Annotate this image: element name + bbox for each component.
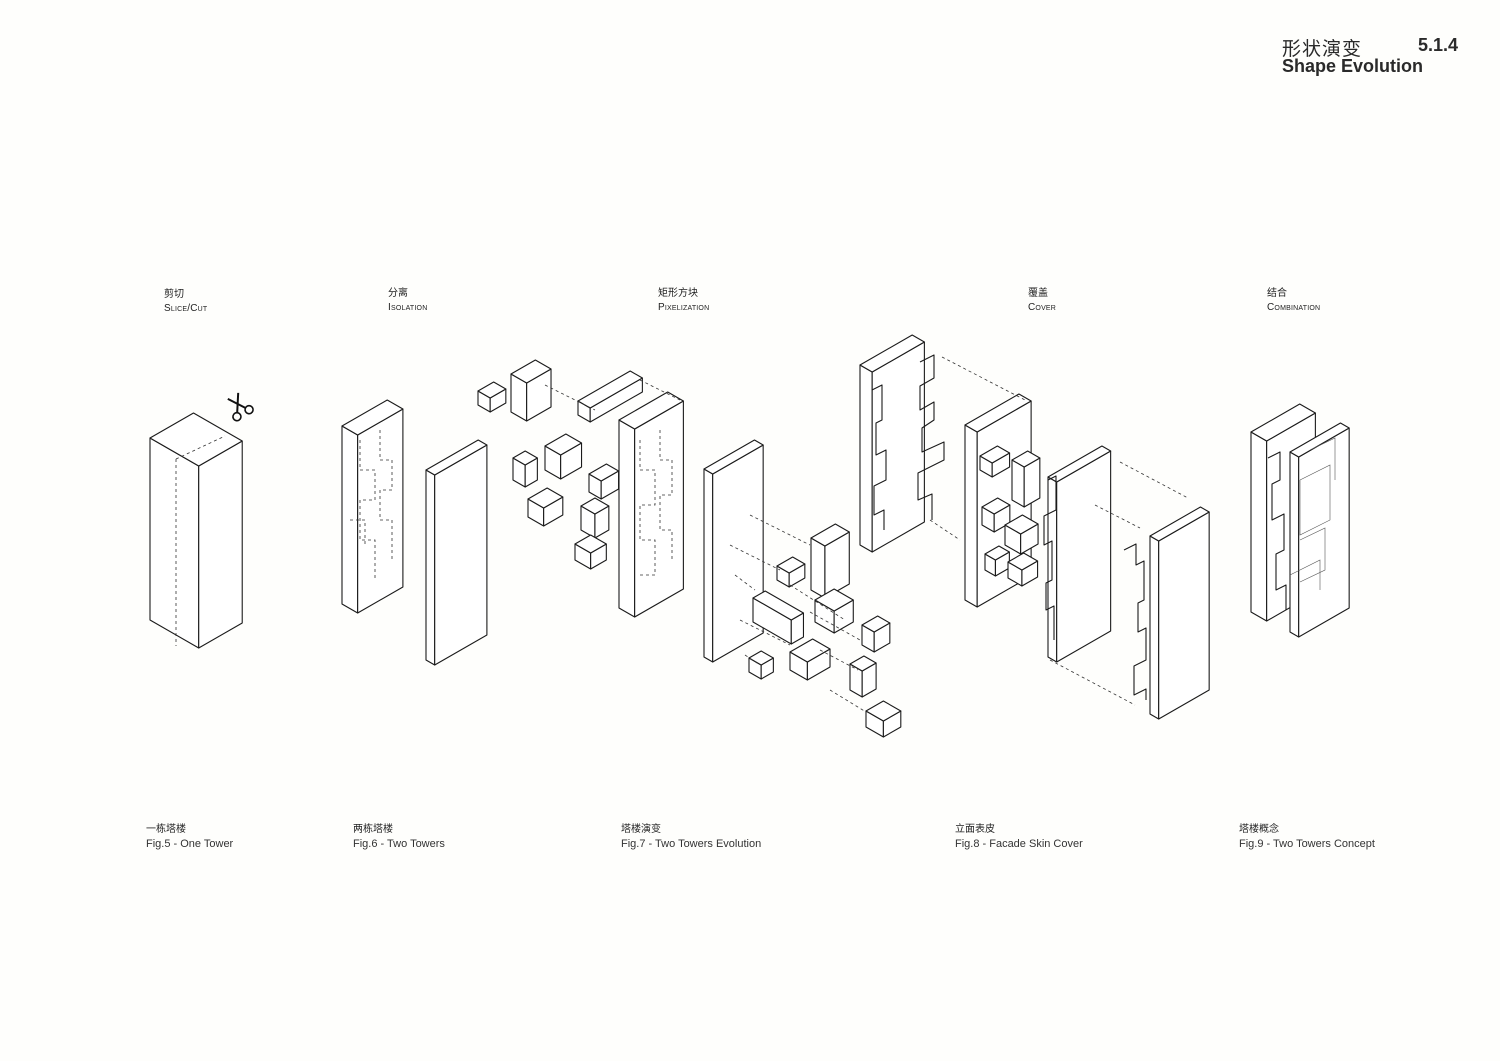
tower-pattern <box>639 430 673 576</box>
step-label-en: Combination <box>1267 302 1321 313</box>
step-label-cn: 剪切 <box>164 289 184 300</box>
caption-cn: 塔楼演变 <box>621 824 661 835</box>
caption-en: Fig.6 - Two Towers <box>353 838 445 850</box>
pixel-block <box>979 445 1011 478</box>
tower-slab-left <box>341 399 404 614</box>
pixel-block <box>544 433 583 480</box>
step-label-cn: 结合 <box>1267 288 1287 299</box>
one-tower-block <box>149 412 243 649</box>
pixel-block <box>984 545 1010 577</box>
combined-tower-right <box>1289 422 1350 638</box>
projection-lines <box>544 379 867 713</box>
caption-cn: 两栋塔楼 <box>353 824 393 835</box>
tower-slab-plain <box>703 439 764 663</box>
figure-caption-7: 塔楼演变 Fig.7 - Two Towers Evolution <box>621 823 761 852</box>
step-label-combination: 结合 Combination <box>1267 287 1320 314</box>
step-label-slice: 剪切 Slice/Cut <box>164 288 207 315</box>
cut-line <box>175 435 226 646</box>
section-number: 5.1.4 <box>1418 35 1459 55</box>
step-label-en: Slice/Cut <box>164 303 208 314</box>
pixel-block <box>748 650 774 680</box>
caption-cn: 一栋塔楼 <box>146 824 186 835</box>
page-title-cn: 形状演变 <box>1282 39 1363 60</box>
pixel-block <box>580 497 610 539</box>
step-label-en: Cover <box>1028 302 1057 313</box>
caption-en: Fig.7 - Two Towers Evolution <box>621 838 762 850</box>
caption-cn: 塔楼概念 <box>1239 824 1279 835</box>
figure-caption-5: 一栋塔楼 Fig.5 - One Tower <box>146 823 233 852</box>
pixel-block <box>1011 450 1041 508</box>
caption-en: Fig.5 - One Tower <box>146 838 234 850</box>
pixel-block <box>861 615 891 653</box>
caption-en: Fig.8 - Facade Skin Cover <box>955 838 1083 850</box>
scissors-icon <box>227 392 254 422</box>
pixel-block <box>1004 514 1039 555</box>
facade-cutout <box>871 354 1147 700</box>
tower-pattern <box>350 430 393 580</box>
figure-caption-9: 塔楼概念 Fig.9 - Two Towers Concept <box>1239 823 1375 852</box>
tower-slab-right <box>425 439 488 666</box>
figure-caption-8: 立面表皮 Fig.8 - Facade Skin Cover <box>955 823 1083 852</box>
combined-interior <box>1267 437 1336 610</box>
pixel-block <box>527 487 564 527</box>
pixel-block <box>510 359 552 422</box>
pixel-block <box>810 523 850 599</box>
facade-skin-left <box>859 334 925 553</box>
step-label-pixelization: 矩形方块 Pixelization <box>658 287 709 314</box>
cover-tower-plain <box>1047 445 1112 663</box>
step-label-en: Pixelization <box>658 302 710 313</box>
tower-slab-pixel <box>618 391 684 618</box>
pixel-block <box>865 700 902 738</box>
projection-lines <box>929 356 1189 706</box>
step-label-cn: 分离 <box>388 288 408 299</box>
step-label-isolation: 分离 Isolation <box>388 287 427 314</box>
page-title-en: Shape Evolution <box>1282 56 1424 76</box>
figure-caption-6: 两栋塔楼 Fig.6 - Two Towers <box>353 823 445 852</box>
step-label-en: Isolation <box>388 302 428 313</box>
step-label-cn: 矩形方块 <box>658 288 698 299</box>
pixel-block <box>849 655 877 698</box>
step-label-cn: 覆盖 <box>1028 288 1048 299</box>
pixel-block <box>789 638 831 681</box>
pixel-block <box>577 370 643 423</box>
pixel-block <box>588 463 620 500</box>
caption-en: Fig.9 - Two Towers Concept <box>1239 838 1375 850</box>
pixel-block <box>776 556 806 588</box>
pixel-block <box>512 450 538 488</box>
facade-skin-right <box>1149 506 1210 720</box>
pixel-block <box>477 381 507 413</box>
caption-cn: 立面表皮 <box>955 824 995 835</box>
pixel-block <box>814 588 854 634</box>
pixel-block <box>752 590 805 645</box>
pixel-block <box>1007 552 1039 587</box>
step-label-cover: 覆盖 Cover <box>1028 287 1056 314</box>
pixel-block <box>574 534 607 570</box>
